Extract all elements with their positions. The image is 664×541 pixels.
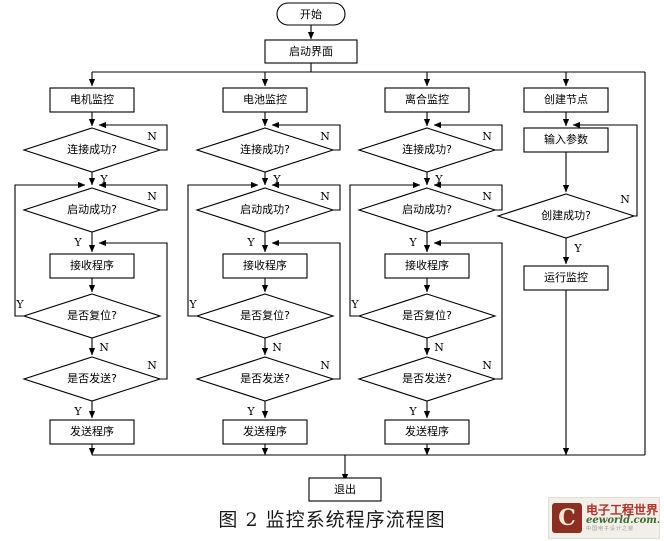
edge-battery-d1-no-loop bbox=[271, 121, 341, 151]
node-exit: 退出 bbox=[308, 477, 382, 502]
figure-caption: 图 2 监控系统程序流程图 bbox=[218, 509, 446, 531]
node-init: 启动界面 bbox=[264, 39, 358, 64]
col-clutch-d4-yes: Y bbox=[408, 405, 417, 418]
col-battery-step-4-label: 是否发送? bbox=[240, 371, 290, 385]
col-battery-step-2-label: 接收程序 bbox=[243, 258, 287, 272]
col-motor-d2-yes: Y bbox=[73, 236, 82, 249]
edge-battery-d3-yes-loop bbox=[187, 181, 259, 317]
col-node-d1-no: N bbox=[620, 193, 630, 206]
col-battery-step-1-label: 启动成功? bbox=[240, 203, 290, 216]
col-clutch-step-2-label: 接收程序 bbox=[405, 258, 449, 272]
col-battery-d4-yes: Y bbox=[246, 405, 255, 418]
node-start-label: 开始 bbox=[300, 7, 322, 21]
column-motor: 电机监控 连接成功? N Y 启动成功? N Y 接收程序 是否复位? Y bbox=[14, 87, 168, 456]
col-clutch-d3-no: N bbox=[434, 341, 444, 354]
col-node-step-1-label: 创建成功? bbox=[541, 208, 591, 222]
col-motor-d4-no: N bbox=[147, 359, 157, 372]
col-battery-d2-no: N bbox=[320, 190, 330, 203]
edge-node-d1-no-loop bbox=[572, 121, 638, 217]
col-motor-step-4-label: 是否发送? bbox=[67, 371, 117, 385]
col-clutch-d2-no: N bbox=[482, 190, 492, 203]
edge-motor-d4-no-loop bbox=[98, 239, 168, 380]
col-clutch-step-5-label: 发送程序 bbox=[405, 424, 449, 438]
edge-motor-d1-no-loop bbox=[98, 121, 168, 151]
edge-clutch-d4-no-loop bbox=[433, 239, 503, 380]
col-battery-d1-no: N bbox=[320, 130, 330, 143]
edge-battery-d4-no-loop bbox=[271, 239, 341, 380]
col-clutch-step-4-label: 是否发送? bbox=[402, 371, 452, 385]
watermark-eeworld: C 电子工程世界 eeworld.com.cn 中国电子设计之窗 bbox=[548, 497, 660, 539]
col-battery-step-0-label: 连接成功? bbox=[240, 143, 290, 156]
col-battery-d3-no: N bbox=[272, 341, 282, 354]
col-battery-step-5-label: 发送程序 bbox=[243, 424, 287, 438]
col-battery-step-3-label: 是否复位? bbox=[240, 308, 290, 322]
col-node-step-2-label: 运行监控 bbox=[544, 270, 588, 284]
col-motor-step-1-label: 启动成功? bbox=[67, 203, 117, 216]
col-clutch-step-0-label: 连接成功? bbox=[402, 143, 452, 156]
col-motor-d2-no: N bbox=[147, 190, 157, 203]
column-battery: 电池监控 连接成功? N Y 启动成功? N Y 接收程序 是否复位? Y N bbox=[187, 87, 341, 456]
col-motor-step-3-label: 是否复位? bbox=[67, 308, 117, 322]
edge-clutch-d1-no-loop bbox=[433, 121, 503, 151]
edge-clutch-d3-yes-loop bbox=[349, 181, 421, 317]
col-motor-d1-no: N bbox=[147, 130, 157, 143]
col-node-d1-yes: Y bbox=[573, 242, 582, 255]
col-battery-header: 电池监控 bbox=[243, 92, 287, 106]
col-battery-d3-yes: Y bbox=[188, 298, 197, 311]
node-init-label: 启动界面 bbox=[289, 45, 333, 58]
col-motor-step-0-label: 连接成功? bbox=[67, 143, 117, 156]
col-clutch-d1-no: N bbox=[482, 130, 492, 143]
edge-motor-d3-yes-loop bbox=[14, 181, 86, 317]
col-clutch-d2-yes: Y bbox=[408, 236, 417, 249]
watermark-logo-icon: C bbox=[552, 503, 582, 533]
col-clutch-d4-no: N bbox=[482, 359, 492, 372]
col-battery-d4-no: N bbox=[320, 359, 330, 372]
col-motor-header: 电机监控 bbox=[70, 92, 114, 106]
watermark-line2: eeworld.com.cn bbox=[586, 515, 660, 527]
column-node: 创建节点 输入参数 创建成功? N Y 运行监控 bbox=[496, 87, 638, 456]
col-clutch-d3-yes: Y bbox=[350, 298, 359, 311]
edge-clutch-d2-no-loop bbox=[433, 181, 503, 211]
col-clutch-header: 离合监控 bbox=[405, 92, 449, 106]
col-clutch-d1-yes: Y bbox=[434, 173, 443, 186]
watermark-line1: 电子工程世界 bbox=[586, 502, 659, 517]
col-motor-d4-yes: Y bbox=[73, 405, 82, 418]
col-clutch-step-3-label: 是否复位? bbox=[402, 308, 452, 322]
watermark-text: 电子工程世界 eeworld.com.cn 中国电子设计之窗 bbox=[586, 502, 660, 532]
col-battery-d1-yes: Y bbox=[272, 173, 281, 186]
col-motor-d3-yes: Y bbox=[15, 298, 24, 311]
col-node-header: 创建节点 bbox=[544, 92, 588, 106]
column-clutch: 离合监控 连接成功? N Y 启动成功? N Y 接收程序 是否复位? Y N bbox=[349, 87, 503, 456]
col-motor-d1-yes: Y bbox=[99, 173, 108, 186]
node-start: 开始 bbox=[276, 2, 346, 26]
col-motor-d3-no: N bbox=[99, 341, 109, 354]
col-motor-step-2-label: 接收程序 bbox=[70, 258, 114, 272]
watermark-line3: 中国电子设计之窗 bbox=[586, 525, 635, 532]
edge-motor-d2-no-loop bbox=[98, 181, 168, 211]
node-exit-label: 退出 bbox=[334, 482, 356, 496]
col-motor-step-5-label: 发送程序 bbox=[70, 424, 114, 438]
col-battery-d2-yes: Y bbox=[246, 236, 255, 249]
col-node-step-0-label: 输入参数 bbox=[544, 132, 588, 146]
edge-battery-d2-no-loop bbox=[271, 181, 341, 211]
col-clutch-step-1-label: 启动成功? bbox=[402, 203, 452, 216]
